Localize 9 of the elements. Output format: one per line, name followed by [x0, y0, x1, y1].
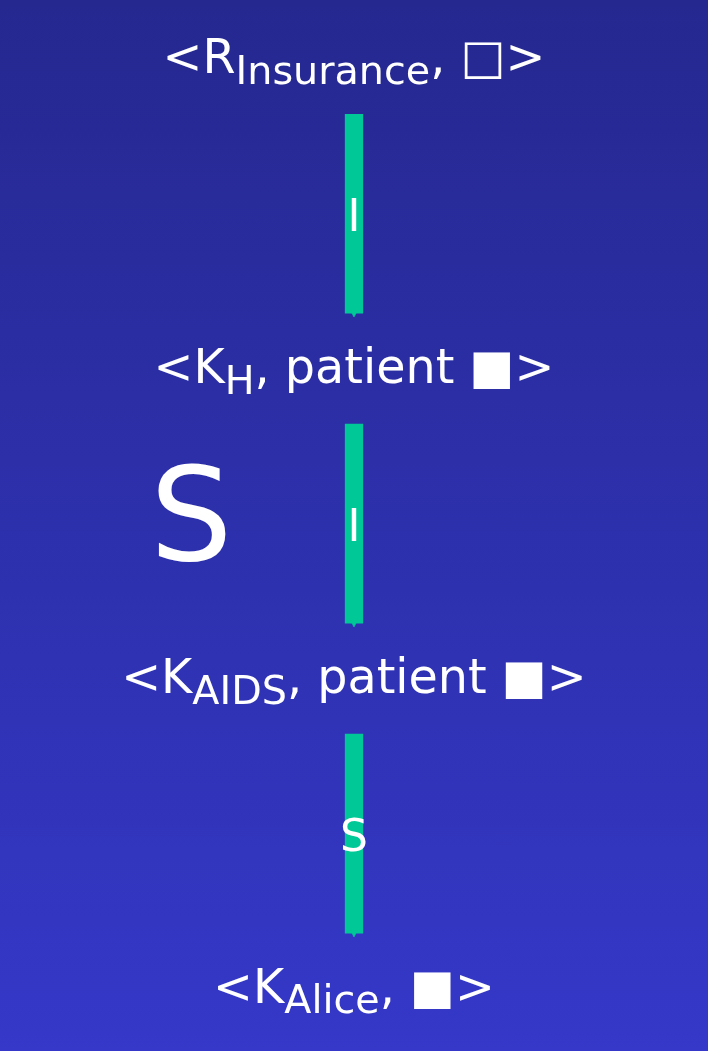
arrow [344, 423, 364, 628]
node-text: <K$_{H}$, patient ■> [153, 339, 555, 403]
node-text: <K$_{Alice}$, ■> [213, 959, 495, 1023]
node-text: <R$_{Insurance}$, □> [162, 29, 546, 93]
edge-label: I [347, 189, 361, 242]
node-text: <K$_{AIDS}$, patient ■> [121, 649, 587, 713]
letter-label: S [150, 450, 233, 580]
arrow [344, 113, 364, 318]
edge-label: I [347, 499, 361, 552]
